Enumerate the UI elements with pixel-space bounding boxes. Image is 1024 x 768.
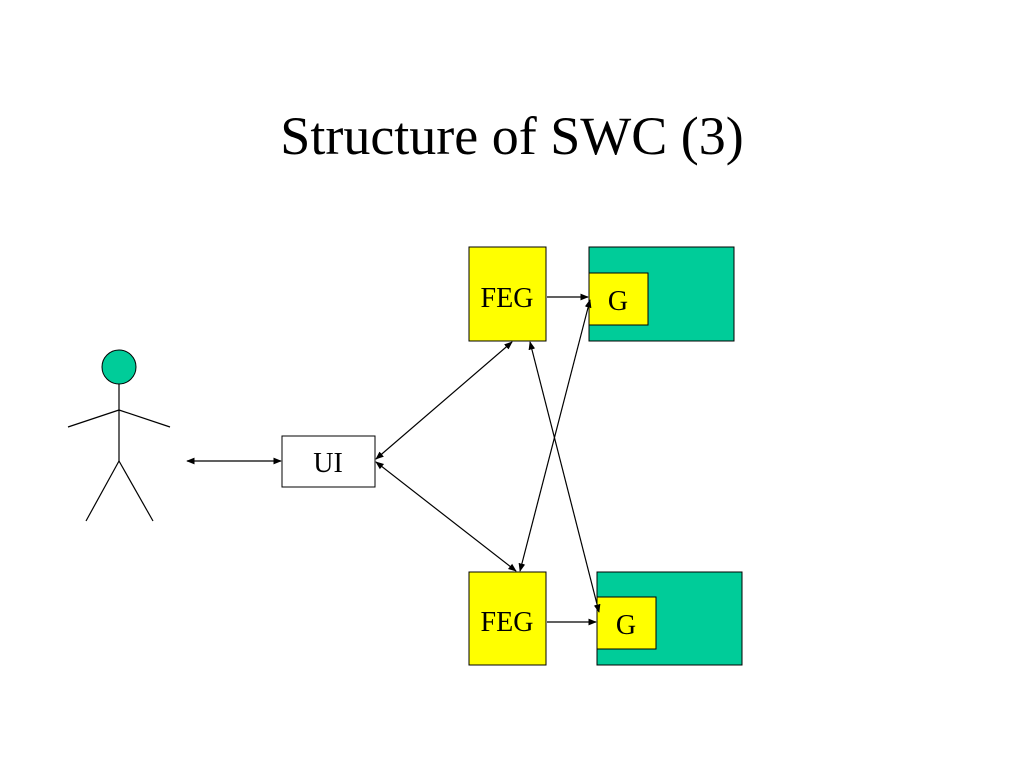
g-top-box: G [588, 272, 649, 326]
feg-bottom-box: FEG [468, 571, 547, 666]
ui-label: UI [313, 448, 343, 479]
g-top-label: G [608, 286, 628, 317]
arrow-ui-feg-top [375, 341, 513, 460]
actor-right-leg [118, 460, 154, 522]
user-actor-figure [67, 349, 171, 522]
arrow-feg-bottom-g-top [518, 299, 592, 572]
g-bottom-label: G [616, 610, 636, 641]
actor-left-arm [67, 409, 120, 428]
slide-title: Structure of SWC (3) [280, 106, 744, 166]
feg-top-box: FEG [468, 246, 547, 342]
actor-head [101, 349, 137, 385]
feg-top-label: FEG [481, 283, 534, 314]
actor-left-leg [85, 460, 120, 522]
arrow-ui-feg-bottom [375, 461, 517, 572]
feg-bottom-label: FEG [481, 607, 534, 638]
ui-box: UI [281, 435, 376, 488]
g-bottom-box: G [596, 596, 657, 650]
actor-right-arm [118, 409, 171, 428]
